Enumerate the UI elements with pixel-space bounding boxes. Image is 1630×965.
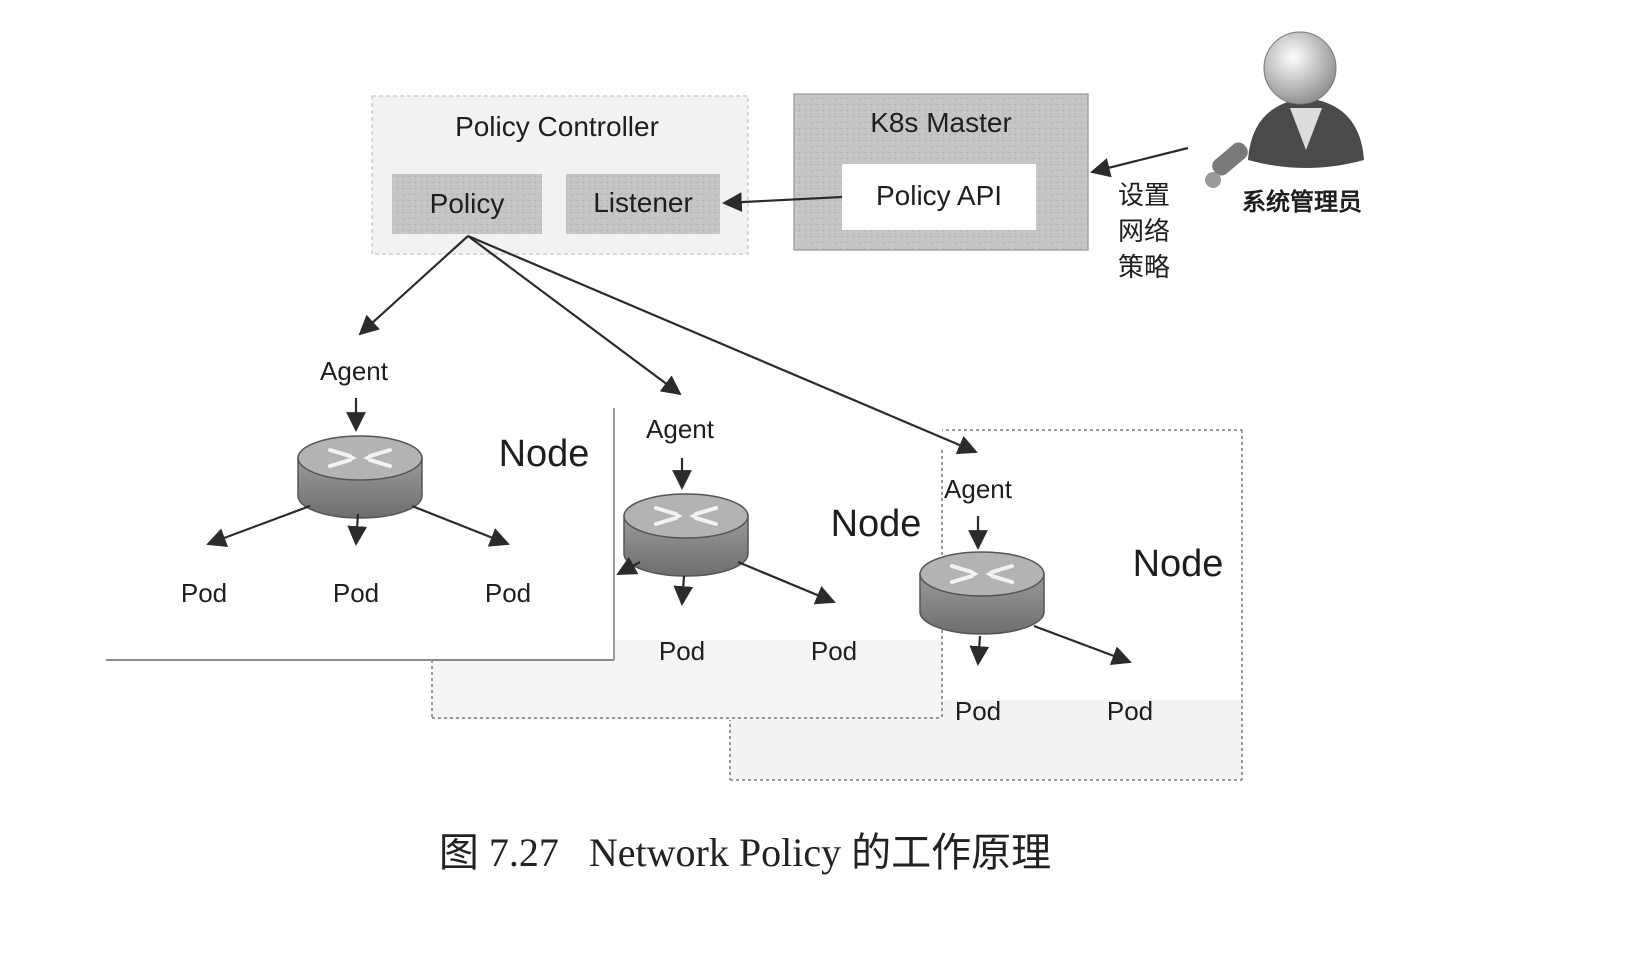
- node-2: Agent Node Pod Pod: [616, 414, 922, 666]
- node-1-router-icon: [296, 434, 424, 520]
- node-1-pod-3: Pod: [485, 578, 531, 608]
- arrow-policy-to-agent-2: [467, 235, 682, 396]
- figure-caption: 图 7.27 Network Policy 的工作原理: [439, 830, 1051, 875]
- arrow-policy-to-agent-1: [358, 235, 469, 336]
- node-3-router-icon: [918, 550, 1046, 636]
- node-2-agent: Agent: [646, 414, 715, 444]
- node-2-router-icon: [622, 492, 750, 578]
- k8s-master-title: K8s Master: [870, 107, 1012, 138]
- admin-label: 系统管理员: [1242, 187, 1362, 216]
- admin-action-line-1: 设置: [1118, 181, 1170, 211]
- node-1: Agent Node Pod Pod Pod: [181, 356, 590, 608]
- node-1-label: Node: [499, 433, 590, 475]
- arrow-admin-to-master: [1090, 146, 1189, 178]
- k8s-master: K8s Master Policy API: [793, 93, 1089, 251]
- node-1-pod-1: Pod: [181, 578, 227, 608]
- policy-box: [392, 174, 542, 234]
- node-2-pod-1: Pod: [659, 636, 705, 666]
- admin-action-line-2: 网络: [1118, 217, 1170, 247]
- node-3-pod-1: Pod: [955, 696, 1001, 726]
- admin-action-line-3: 策略: [1118, 253, 1170, 283]
- listener-box: [566, 174, 720, 234]
- arrow-policy-to-agent-3: [467, 234, 978, 455]
- arrow-api-to-listener: [722, 192, 843, 212]
- policy-controller: Policy Controller Policy Listener: [371, 95, 749, 255]
- admin-action-label: 设置 网络 策略: [1118, 181, 1170, 283]
- node-3-agent: Agent: [944, 474, 1013, 504]
- node-2-label: Node: [831, 503, 922, 545]
- node-1-agent: Agent: [320, 356, 389, 386]
- node-2-pod-2: Pod: [811, 636, 857, 666]
- node-3-label: Node: [1133, 543, 1224, 585]
- policy-controller-title: Policy Controller: [455, 111, 659, 142]
- admin-icon: [1205, 31, 1364, 188]
- listener-label: Listener: [593, 187, 693, 218]
- policy-api-box: [842, 164, 1036, 230]
- policy-label: Policy: [430, 188, 505, 219]
- node-1-pod-2: Pod: [333, 578, 379, 608]
- node-3-pod-2: Pod: [1107, 696, 1153, 726]
- policy-api-label: Policy API: [876, 180, 1002, 211]
- node-3: Agent Node Pod Pod: [918, 474, 1224, 726]
